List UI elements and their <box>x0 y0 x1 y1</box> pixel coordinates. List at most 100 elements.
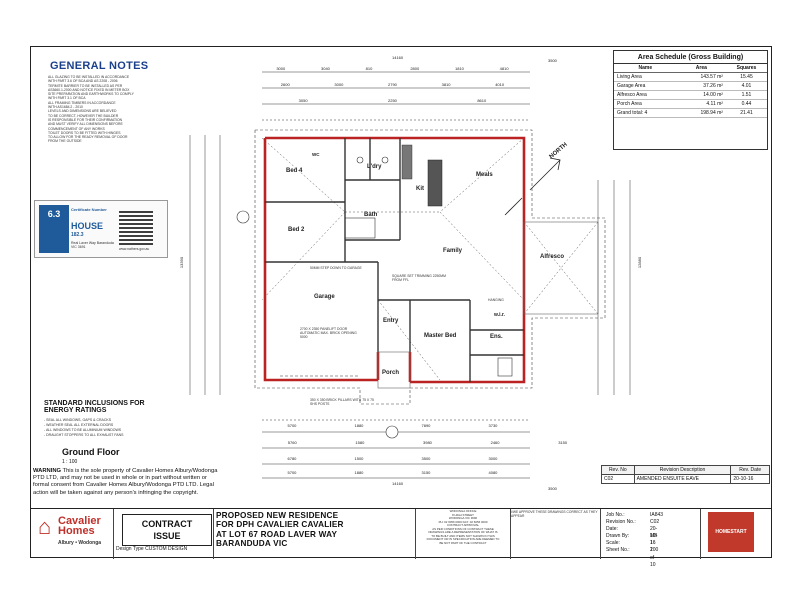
general-note-line: AS3660.1-2000 AND NOTICE FIXED IN METER … <box>48 87 130 92</box>
area-cell-squares: 15.45 <box>725 72 767 82</box>
project-line: AT LOT 67 ROAD LAVER WAY <box>216 529 338 539</box>
warning-text: This is the sole property of Cavalier Ho… <box>33 468 218 496</box>
energy-title-line1: STANDARD INCLUSIONS FOR <box>44 400 145 407</box>
dimension-value: 2600 <box>280 82 290 87</box>
room-ensuite: Ens. <box>490 334 503 340</box>
general-note-line: TOILET DOORS TO BE FITTED WITH HINGES <box>48 130 121 135</box>
dimension-value: 3810 <box>441 82 451 87</box>
general-note-line: COMMENCEMENT OF ANY WORKS <box>48 126 105 131</box>
job-info-row: Scale:1 : 100 <box>606 540 658 553</box>
office-line: TO BE BUILT AND ITEMS NOT SHOWN IN THIS <box>431 533 495 538</box>
note-step-down: 50MM STEP DOWN TO GARAGE <box>310 266 362 270</box>
dimension-value: 7890 <box>421 423 431 428</box>
job-info-row: Sheet No.:2 of 10 <box>606 547 656 567</box>
certificate-address: Real Laver Way Baranduda VIC 3691 <box>71 241 114 249</box>
dimension-value: 3150 <box>421 470 431 475</box>
contract-issue-stamp: CONTRACT ISSUE <box>122 514 212 546</box>
tb-status-cell <box>114 509 214 559</box>
office-line: DOCUMENT OR IN SPECIFICATION ARE DEEMED … <box>426 537 500 541</box>
job-info-row: Revision No.:C02 <box>606 519 659 526</box>
dimension-value: 810 <box>365 66 373 71</box>
general-note-line: WITH AS1684.2 - 2010 <box>48 105 83 110</box>
job-info-value: 1 : 100 <box>650 540 659 554</box>
room-bath: Bath <box>364 212 378 218</box>
dimension-value: 3050 <box>298 98 308 103</box>
dimension-value: 4080 <box>488 470 498 475</box>
area-col-area: Area <box>676 64 726 73</box>
tb-logo-cell <box>30 509 114 559</box>
title-block <box>30 508 772 559</box>
north-arrow <box>504 157 561 216</box>
room-master-bed: Master Bed <box>424 333 457 339</box>
general-note-line: TO BE CORRECT, HOWEVER THE BUILDER <box>48 113 119 118</box>
office-line: WODONGA VIC 3690 <box>448 516 478 520</box>
area-cell-area: 143.57 m² <box>676 72 726 82</box>
tb-job-cell <box>601 509 701 559</box>
dimension-value: 1880 <box>354 423 364 428</box>
dimension-value: 3500 <box>421 456 431 461</box>
room-family: Family <box>443 248 463 254</box>
general-note-line: IS RESPONSIBLE FOR THEIR CONFIRMATION <box>48 117 123 122</box>
office-line: BE NOT PART OF THE CONTRACT <box>439 540 487 545</box>
general-note-line: TO ALLOW FOR THE READY REMOVAL OF DOOR <box>48 135 128 140</box>
energy-title-line2: ENERGY RATINGS <box>44 407 107 414</box>
general-note-line: WITH PART 3.6 OF BCA AND AS 2208 - 2006 <box>48 79 118 84</box>
dimension-value: 3000 <box>488 456 498 461</box>
energy-item: - SEAL ALL WINDOWS, GAPS & CRACKS <box>44 418 112 422</box>
energy-item: - ALL WINDOWS TO BE ALUMINIUM WINDOWS <box>44 428 122 432</box>
area-cell-name: Grand total: 4 <box>614 108 677 118</box>
status-line1: CONTRACT <box>141 519 193 529</box>
dimension-value: 5760 <box>287 440 297 445</box>
office-line: 8 HIGH STREET <box>452 512 474 517</box>
general-note-line: ALL FRAMING TIMBERS IN ACCORDANCE <box>48 100 116 105</box>
job-info-key: Drawn By: <box>606 533 630 540</box>
dim-bottom-overall: 14160 <box>392 481 404 486</box>
dimension-value: 4810 <box>499 66 509 71</box>
dim-top-overall: 14160 <box>392 55 404 60</box>
dimension-value: 2250 <box>388 98 397 103</box>
tb-office-cell <box>416 509 511 559</box>
area-cell-name: Porch Area <box>614 99 677 109</box>
dimension-value: 5700 <box>287 423 297 428</box>
cavalier-homes-logo: ⌂ Cavalier Homes Albury • Wodonga <box>36 512 114 552</box>
area-col-squares: Squares <box>725 64 767 73</box>
dimension-value: 4010 <box>495 82 505 87</box>
area-cell-area: 198.94 m² <box>676 108 726 118</box>
area-cell-area: 14.00 m² <box>676 90 726 100</box>
dimension-value: 2800 <box>410 66 420 71</box>
room-porch: Porch <box>382 370 400 376</box>
job-info-value: 20-10-16 <box>650 526 658 547</box>
dimension-value: 3150 <box>558 440 568 445</box>
office-line: PH: 02 6056 0000 FAX: 02 6056 0000 <box>438 519 488 524</box>
energy-item: - DRAUGHT STOPPERS TO ALL EXHAUST FANS <box>44 433 124 437</box>
office-line: AS PER CONDITIONS OF CONTRACT THESE <box>432 526 494 531</box>
dim-right-overall: 12880 <box>637 256 643 269</box>
note-garage-door: 2700 X 2350 PANELIFT DOOR AUTOMATIC MAX.… <box>300 327 357 339</box>
note-hanging: HANGING <box>488 298 504 302</box>
general-note-line: WITH PART 3.1 OF BCA <box>48 96 86 101</box>
area-cell-squares: 21.41 <box>725 108 767 118</box>
job-info-row: Date:20-10-16 <box>606 526 657 546</box>
dim-top-right: 3500 <box>548 58 557 63</box>
certificate-number-label: Certificate Number <box>71 207 107 212</box>
logo-sub: Albury • Wodonga <box>58 540 102 546</box>
project-line: PROPOSED NEW RESIDENCE <box>216 511 339 520</box>
general-note-line: TERMITE BARRIER TO BE INSTALLED AS PER <box>48 83 123 88</box>
dimension-value: 1500 <box>354 456 364 461</box>
logo-house-icon: ⌂ <box>38 514 52 539</box>
certificate-house-label: HOUSE <box>71 221 104 231</box>
room-wc: WC <box>312 152 320 157</box>
star-rating-value: 6.3 <box>47 209 61 219</box>
room-ldry: L'dry <box>367 164 382 170</box>
area-cell-area: 4.11 m² <box>676 99 726 109</box>
job-info-value: IA843 <box>650 512 664 518</box>
star-rating-badge: 6.3 <box>39 205 69 253</box>
dimension-value: 1810 <box>455 66 464 71</box>
dimension-value: 1580 <box>355 440 365 445</box>
logo-name: Cavalier Homes <box>58 515 101 537</box>
room-kit: Kit <box>416 186 424 192</box>
